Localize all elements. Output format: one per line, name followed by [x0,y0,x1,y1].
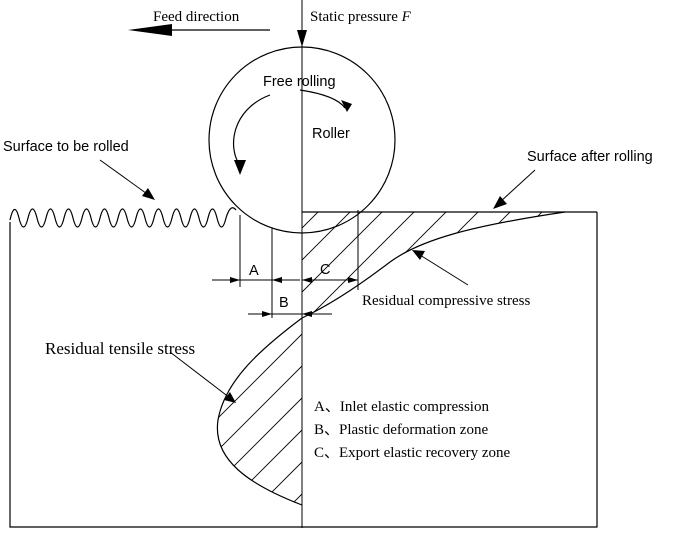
zone-legend: A、Inlet elastic compression B、Plastic de… [314,399,511,461]
surface-after-rolling-label: Surface after rolling [527,149,653,165]
feed-direction-arrow-icon [128,24,270,36]
static-pressure-text: Static pressure [310,9,402,25]
free-rolling-label: Free rolling [263,74,336,90]
leader-surface-after-rolling [493,169,536,209]
residual-tensile-stress-label: Residual tensile stress [45,339,195,358]
zone-c-label: C [320,262,330,278]
zone-a-label: A [249,263,259,279]
compressive-stress-region [301,211,566,319]
zone-boundaries [239,210,359,318]
residual-compressive-stress-label: Residual compressive stress [362,293,530,309]
zone-c-dimension [302,277,358,283]
leader-compressive-stress [412,250,469,286]
rough-surface-wave [9,207,237,228]
static-pressure-label: Static pressure F [310,9,412,25]
leader-tensile-stress [169,351,236,403]
workpiece-outline [9,212,598,528]
roller-label: Roller [312,126,350,142]
legend-item-c: C、Export elastic recovery zone [314,445,511,461]
static-pressure-symbol: F [401,9,412,25]
zone-a-dimension [212,277,300,283]
zone-b-label: B [279,295,289,311]
surface-to-be-rolled-label: Surface to be rolled [3,139,129,155]
leader-surface-to-be-rolled [99,159,155,200]
tensile-stress-region [216,317,303,506]
feed-direction-label: Feed direction [153,9,240,25]
zone-b-dimension [248,311,332,317]
legend-item-b: B、Plastic deformation zone [314,422,488,438]
legend-item-a: A、Inlet elastic compression [314,399,489,415]
static-pressure-arrow-icon [297,30,307,47]
rotation-arrow-icon [233,89,352,175]
